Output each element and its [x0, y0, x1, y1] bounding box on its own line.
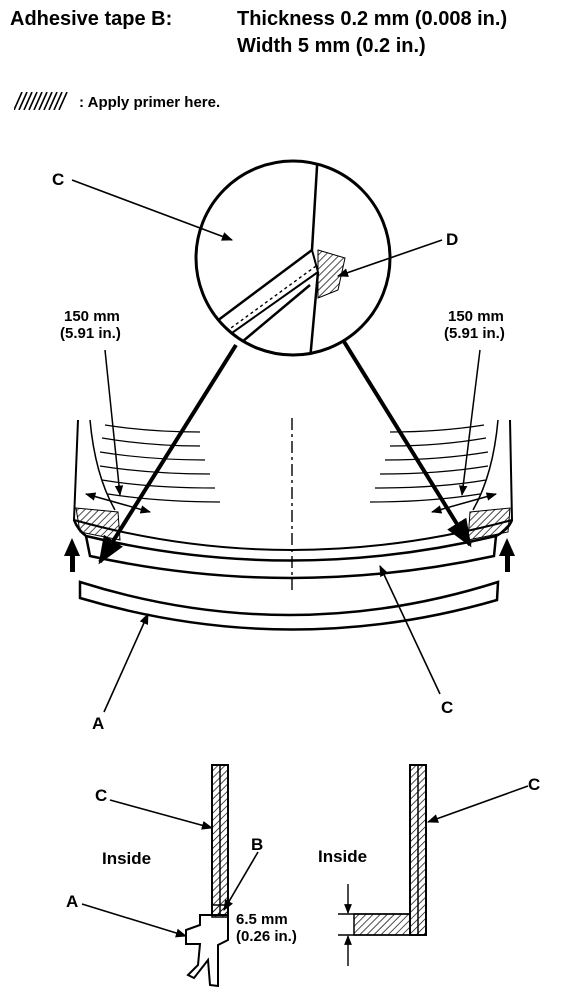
dim-tape-height: 6.5 mm (0.26 in.)	[236, 911, 297, 946]
primer-area-right	[467, 507, 511, 541]
callout-d: D	[446, 230, 459, 249]
primer-area-left	[75, 507, 121, 541]
dim-tape-mm: 6.5 mm	[236, 911, 288, 928]
molding-strip-a	[78, 580, 500, 631]
dim-tape-in: (0.26 in.)	[236, 928, 297, 946]
tape-spec: Thickness 0.2 mm (0.008 in.) Width 5 mm …	[237, 8, 507, 58]
dim-right-150: 150 mm (5.91 in.)	[444, 308, 505, 343]
callout-a-section: A	[66, 892, 79, 911]
inside-label-left: Inside	[102, 849, 152, 868]
cross-section-right	[353, 764, 427, 936]
leader-d	[336, 239, 443, 277]
detail-arrow-left	[98, 343, 238, 565]
callout-c-main: C	[441, 698, 454, 717]
tape-thickness: Thickness 0.2 mm (0.008 in.)	[237, 8, 508, 30]
dim-left-in: (5.91 in.)	[60, 325, 121, 343]
primer-hatch-swatch	[14, 92, 68, 110]
dim-150-left-leader	[104, 349, 124, 497]
dim-right-mm: 150 mm	[448, 308, 504, 325]
tape-label: Adhesive tape B:	[10, 8, 173, 30]
inside-label-right: Inside	[318, 847, 368, 866]
callout-c-top: C	[52, 170, 65, 189]
dim-150-right	[430, 492, 498, 514]
tape-width: Width 5 mm (0.2 in.)	[237, 35, 426, 57]
dim-left-mm: 150 mm	[64, 308, 120, 325]
install-up-arrows	[64, 538, 515, 572]
dim-150-left	[84, 492, 152, 514]
dim-6-5	[338, 884, 410, 966]
leader-c-top	[71, 179, 234, 241]
dim-right-in: (5.91 in.)	[444, 325, 505, 343]
leader-c-right-section	[426, 785, 529, 823]
magnified-detail	[194, 159, 392, 357]
callout-c-left-section: C	[95, 786, 108, 805]
leader-a-main	[103, 612, 149, 713]
leader-a-section	[81, 903, 188, 938]
dim-left-150: 150 mm (5.91 in.)	[60, 308, 121, 343]
leader-c-left-section	[109, 799, 214, 830]
legend-text: : Apply primer here.	[79, 94, 221, 111]
callout-b: B	[251, 835, 264, 854]
callout-a-main: A	[92, 714, 105, 733]
leader-c-main	[379, 564, 441, 695]
callout-c-right-section: C	[528, 775, 541, 794]
leader-b	[223, 851, 259, 911]
dim-150-right-leader	[458, 349, 481, 497]
cross-section-left	[185, 764, 229, 988]
